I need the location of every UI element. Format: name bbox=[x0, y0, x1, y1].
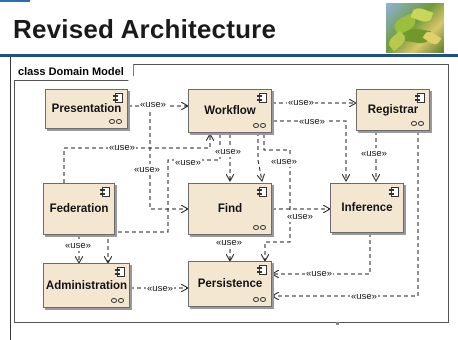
edge-workflow-inference bbox=[266, 120, 346, 181]
interface-link-icon bbox=[253, 225, 267, 231]
top-accent-strip bbox=[0, 0, 30, 2]
use-label-workflow-persistence: «use» bbox=[270, 156, 298, 167]
component-registrar[interactable]: Registrar bbox=[356, 89, 430, 131]
component-workflow[interactable]: Workflow bbox=[188, 89, 272, 133]
use-label-find-inference: «use» bbox=[286, 211, 314, 222]
use-label-workflow-find: «use» bbox=[214, 146, 242, 157]
use-label-workflow-inference: «use» bbox=[298, 116, 326, 127]
component-label: Registrar bbox=[367, 104, 419, 116]
component-icon bbox=[257, 265, 267, 275]
footer-mark bbox=[336, 322, 339, 325]
use-label-federation-workflow: «use» bbox=[108, 142, 136, 153]
edge-presentation-find bbox=[149, 112, 188, 209]
diagram-frame-label: class Domain Model bbox=[14, 64, 134, 81]
component-icon bbox=[257, 187, 267, 197]
interface-link-icon bbox=[411, 121, 425, 127]
component-label: Persistence bbox=[197, 278, 263, 290]
use-label-registrar-persistence: «use» bbox=[350, 291, 378, 302]
slide-left-rule bbox=[10, 57, 11, 340]
leaf-thumbnail-image bbox=[386, 3, 444, 53]
component-label: Federation bbox=[49, 203, 109, 215]
component-label: Administration bbox=[45, 279, 128, 292]
component-icon bbox=[100, 187, 110, 197]
use-label-presentation-workflow: «use» bbox=[139, 99, 167, 110]
interface-link-icon bbox=[253, 297, 267, 303]
edge-inference-persistence bbox=[272, 233, 371, 274]
component-icon bbox=[113, 93, 123, 103]
component-icon bbox=[115, 267, 125, 277]
component-administration[interactable]: Administration bbox=[43, 263, 130, 308]
title-underline bbox=[0, 54, 458, 57]
use-label-workflow-registrar: «use» bbox=[287, 97, 315, 108]
interface-link-icon bbox=[111, 298, 125, 304]
use-label-find-persistence: «use» bbox=[215, 237, 243, 248]
component-label: Workflow bbox=[204, 105, 256, 117]
component-presentation[interactable]: Presentation bbox=[45, 89, 128, 129]
component-persistence[interactable]: Persistence bbox=[188, 261, 272, 307]
component-icon bbox=[415, 93, 425, 103]
component-label: Presentation bbox=[51, 103, 122, 115]
edge-workflow-persistence bbox=[264, 134, 291, 261]
use-label-federation-administration: «use» bbox=[64, 240, 92, 251]
use-label-registrar-inference: «use» bbox=[360, 148, 388, 159]
component-inference[interactable]: Inference bbox=[330, 183, 404, 233]
edge-workflow-find-right bbox=[258, 132, 262, 181]
component-find[interactable]: Find bbox=[188, 183, 272, 235]
component-label: Inference bbox=[341, 202, 393, 214]
edge-federation-workflow bbox=[63, 134, 210, 183]
edge-registrar-persistence bbox=[272, 131, 419, 296]
interface-link-icon bbox=[109, 119, 123, 125]
component-icon bbox=[257, 93, 267, 103]
interface-link-icon bbox=[253, 123, 267, 129]
slide-title: Revised Architecture bbox=[13, 14, 277, 44]
component-icon bbox=[389, 187, 399, 197]
component-federation[interactable]: Federation bbox=[43, 183, 115, 235]
use-label-inference-persistence: «use» bbox=[305, 268, 333, 279]
component-label: Find bbox=[217, 203, 243, 215]
use-label-workflow-find-right: «use» bbox=[174, 157, 202, 168]
use-label-administration-persistence: «use» bbox=[146, 283, 174, 294]
use-label-presentation-find: «use» bbox=[133, 164, 161, 175]
